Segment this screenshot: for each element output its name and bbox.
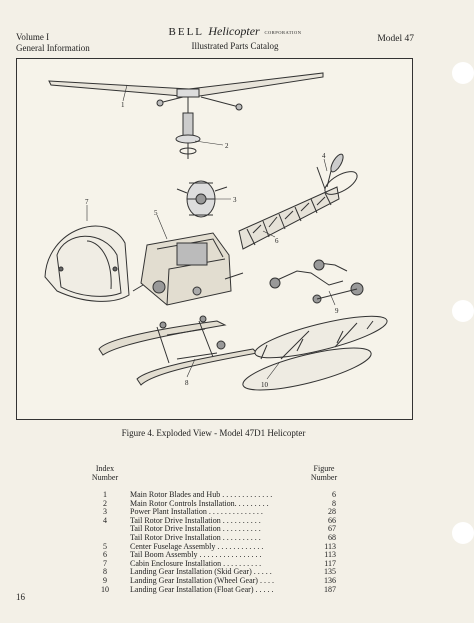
brand-script: Helicopter — [208, 24, 260, 38]
row-title: Tail Boom Assembly . . . . . . . . . . .… — [130, 550, 262, 560]
row-title: Landing Gear Installation (Float Gear) .… — [130, 584, 274, 594]
callout-2: 2 — [225, 142, 229, 150]
exploded-view-drawing: 1 2 3 4 5 6 7 8 9 10 — [44, 72, 388, 391]
index-number: 1 — [103, 490, 107, 499]
callout-10: 10 — [261, 381, 269, 389]
model-label: Model 47 — [377, 34, 414, 44]
table-row: 8 Landing Gear Installation (Skid Gear) .… — [0, 567, 474, 578]
brand-corp: CORPORATION — [264, 29, 302, 35]
row-title: Cabin Enclosure Installation . . . . . .… — [130, 558, 262, 568]
index-column-header: Index Number — [86, 464, 124, 482]
row-title: Main Rotor Controls Installation. . . . … — [130, 498, 269, 508]
table-row: 10 Landing Gear Installation (Float Gear)… — [0, 585, 474, 596]
index-number: 6 — [103, 550, 107, 560]
figure-number: 135 — [324, 567, 336, 577]
index-number: 10 — [101, 584, 109, 594]
index-number: 8 — [103, 567, 107, 577]
figure-number: 6 — [332, 490, 336, 499]
center-fuselage — [132, 232, 244, 306]
figure-number: 67 — [328, 524, 336, 534]
callout-8: 8 — [185, 379, 189, 387]
row-title: Landing Gear Installation (Wheel Gear) .… — [130, 576, 274, 585]
index-number: 2 — [103, 498, 107, 508]
punch-hole-bottom — [452, 522, 474, 544]
row-title: Tail Rotor Drive Installation . . . . . … — [130, 524, 261, 534]
row-title: Main Rotor Blades and Hub . . . . . . . … — [130, 490, 273, 499]
power-plant — [176, 180, 228, 218]
index-number: 7 — [103, 558, 107, 568]
table-row: 6 Tail Boom Assembly . . . . . . . . . . … — [0, 550, 474, 561]
main-rotor-controls — [175, 112, 201, 159]
table-row: 5 Center Fuselage Assembly . . . . . . . … — [0, 542, 474, 553]
table-row: Tail Rotor Drive Installation . . . . . … — [0, 524, 474, 535]
callout-4: 4 — [322, 152, 326, 160]
callout-labels: 1 2 3 4 5 6 7 8 9 10 — [85, 101, 339, 389]
table-row: 4 Tail Rotor Drive Installation . . . . .… — [0, 516, 474, 527]
callout-9: 9 — [335, 307, 339, 315]
table-row: 7 Cabin Enclosure Installation . . . . . … — [0, 559, 474, 570]
callout-leaders — [86, 84, 336, 380]
tail-boom — [238, 153, 358, 250]
header-left: Volume I General Information — [16, 32, 90, 54]
row-title: Tail Rotor Drive Installation . . . . . … — [130, 515, 261, 525]
brand-name: BELL — [168, 26, 204, 38]
index-header-line1: Index — [95, 464, 115, 473]
figure-number: 68 — [328, 533, 336, 542]
callout-7: 7 — [85, 198, 89, 206]
figure-number: 66 — [328, 515, 336, 525]
row-title: Power Plant Installation . . . . . . . .… — [130, 507, 263, 517]
row-title: Center Fuselage Assembly . . . . . . . .… — [130, 541, 264, 551]
page-number: 16 — [16, 592, 25, 602]
figure-number: 8 — [332, 498, 336, 508]
figure-number: 28 — [328, 507, 336, 517]
figure-number: 136 — [324, 576, 336, 585]
header-center: BELL Helicopter CORPORATION Illustrated … — [150, 24, 320, 51]
index-number: 3 — [103, 507, 107, 517]
figure-column-header: Figure Number — [302, 464, 346, 482]
figure-header-line2: Number — [310, 473, 338, 482]
exploded-view-figure: 1 2 3 4 5 6 7 8 9 10 — [16, 58, 413, 420]
main-rotor-blades — [48, 72, 324, 113]
figure-caption: Figure 4. Exploded View - Model 47D1 Hel… — [121, 428, 306, 438]
punch-hole-top — [452, 62, 474, 84]
float-gear — [242, 315, 388, 391]
row-title: Landing Gear Installation (Skid Gear) . … — [130, 567, 272, 577]
row-title: Tail Rotor Drive Installation . . . . . … — [130, 533, 261, 542]
callout-5: 5 — [154, 209, 158, 217]
figure-header-line1: Figure — [313, 464, 335, 473]
index-number: 4 — [103, 515, 107, 525]
table-row: 9 Landing Gear Installation (Wheel Gear) … — [0, 576, 474, 587]
table-row: 3 Power Plant Installation . . . . . . . … — [0, 507, 474, 518]
section-label: General Information — [16, 43, 90, 53]
brand-logo: BELL Helicopter CORPORATION — [150, 24, 320, 39]
callout-1: 1 — [121, 101, 125, 109]
figure-number: 113 — [324, 550, 336, 560]
callout-3: 3 — [233, 196, 237, 204]
index-header-line2: Number — [91, 473, 119, 482]
skid-gear — [98, 315, 259, 386]
table-row: 2 Main Rotor Controls Installation. . . .… — [0, 499, 474, 510]
wheel-gear — [269, 259, 364, 304]
cabin-enclosure — [44, 225, 130, 302]
table-row: 1 Main Rotor Blades and Hub . . . . . . .… — [0, 490, 474, 501]
index-number: 5 — [103, 541, 107, 551]
figure-number: 187 — [324, 584, 336, 594]
table-row: Tail Rotor Drive Installation . . . . . … — [0, 533, 474, 544]
callout-6: 6 — [275, 237, 279, 245]
figure-number: 113 — [324, 541, 336, 551]
index-number: 9 — [103, 576, 107, 585]
figure-number: 117 — [324, 558, 336, 568]
punch-hole-middle — [452, 300, 474, 322]
index-table: 1 Main Rotor Blades and Hub . . . . . . .… — [0, 490, 474, 594]
catalog-title: Illustrated Parts Catalog — [191, 41, 279, 51]
volume-label: Volume I — [16, 32, 50, 42]
